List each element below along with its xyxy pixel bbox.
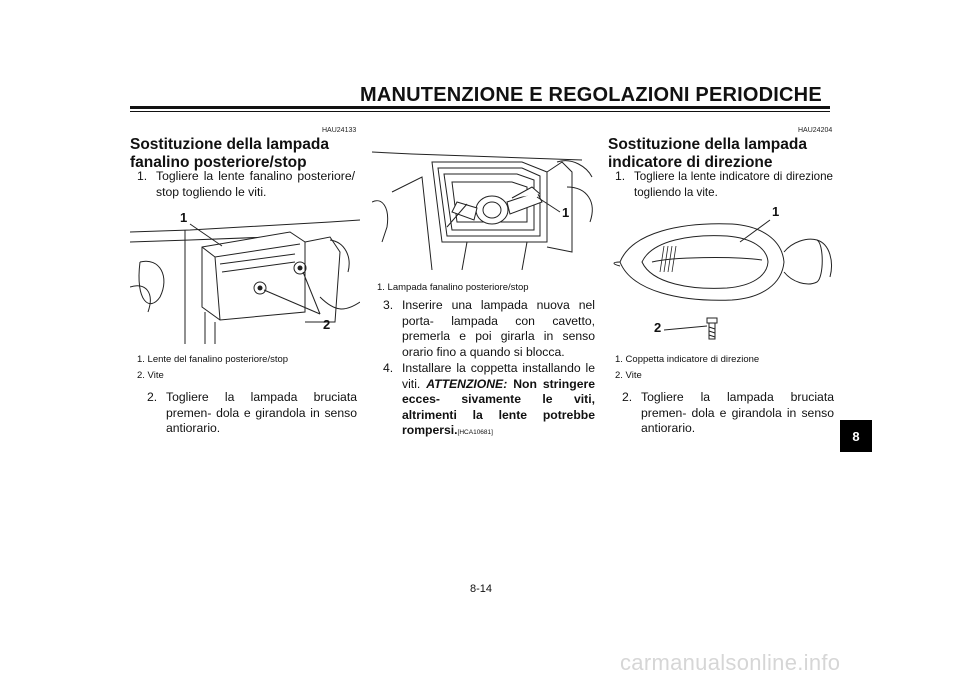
taillight-bulb-illustration: 1 [372,132,600,270]
step-2: 2. Togliere la lampada bruciata premen- … [147,390,357,435]
warning-text: Non stringere ecces- sivamente le viti, … [402,376,595,438]
step-number: 4. [383,361,394,375]
section-title: Sostituzione della lampada fanalino post… [130,136,329,171]
step-number: 2. [147,390,158,404]
warning-label: ATTENZIONE: [426,376,508,391]
section-title: Sostituzione della lampada indicatore di… [608,136,807,171]
callout-1: 1 [180,210,188,225]
step-text: Inserire una lampada nuova nel porta- la… [402,298,595,359]
caption-2: 2. Vite [615,370,642,381]
step-3: 3. Inserire una lampada nuova nel porta-… [383,298,595,362]
step-1: 1. Togliere la lente indicatore di direz… [615,169,833,201]
step-4: 4. Installare la coppetta installando le… [383,361,595,437]
callout-1: 1 [772,204,780,219]
step-number: 1. [615,169,626,183]
step-number: 1. [137,169,148,183]
caption-1: 1. Lampada fanalino posteriore/stop [377,282,529,293]
step-text: Togliere la lente indicatore di direzion… [634,170,833,199]
taillight-lens-illustration: 1 2 [130,202,360,344]
watermark: carmanualsonline.info [620,650,841,675]
step-text: Installare la coppetta installando le vi… [402,361,595,391]
step-2: 2. Togliere la lampada bruciata premen- … [622,390,834,435]
warning-code: [HCA10681] [457,429,493,436]
caption-1: 1. Lente del fanalino posteriore/stop [137,354,289,365]
page-header-title: MANUTENZIONE E REGOLAZIONI PERIODICHE [360,84,822,106]
section-code: HAU24204 [798,127,833,134]
step-number: 3. [383,298,394,312]
caption-2: 2. Vite [137,370,164,381]
callout-2: 2 [654,320,662,335]
chapter-tab: 8 [840,420,872,452]
callout-2: 2 [323,317,331,332]
turn-signal-illustration: 1 2 [612,202,834,342]
callout-1: 1 [562,205,570,220]
section-code: HAU24133 [322,127,357,134]
step-text: Togliere la lente fanalino posteriore/ s… [156,169,355,199]
step-1: 1. Togliere la lente fanalino posteriore… [137,169,355,201]
step-text: Togliere la lampada bruciata premen- dol… [166,390,357,435]
page-number: 8-14 [470,583,493,595]
caption-1: 1. Coppetta indicatore di direzione [615,354,760,365]
header-rule-thin [130,111,830,112]
step-text: Togliere la lampada bruciata premen- dol… [641,390,834,435]
step-number: 2. [622,390,633,404]
header-rule-thick [130,106,830,109]
